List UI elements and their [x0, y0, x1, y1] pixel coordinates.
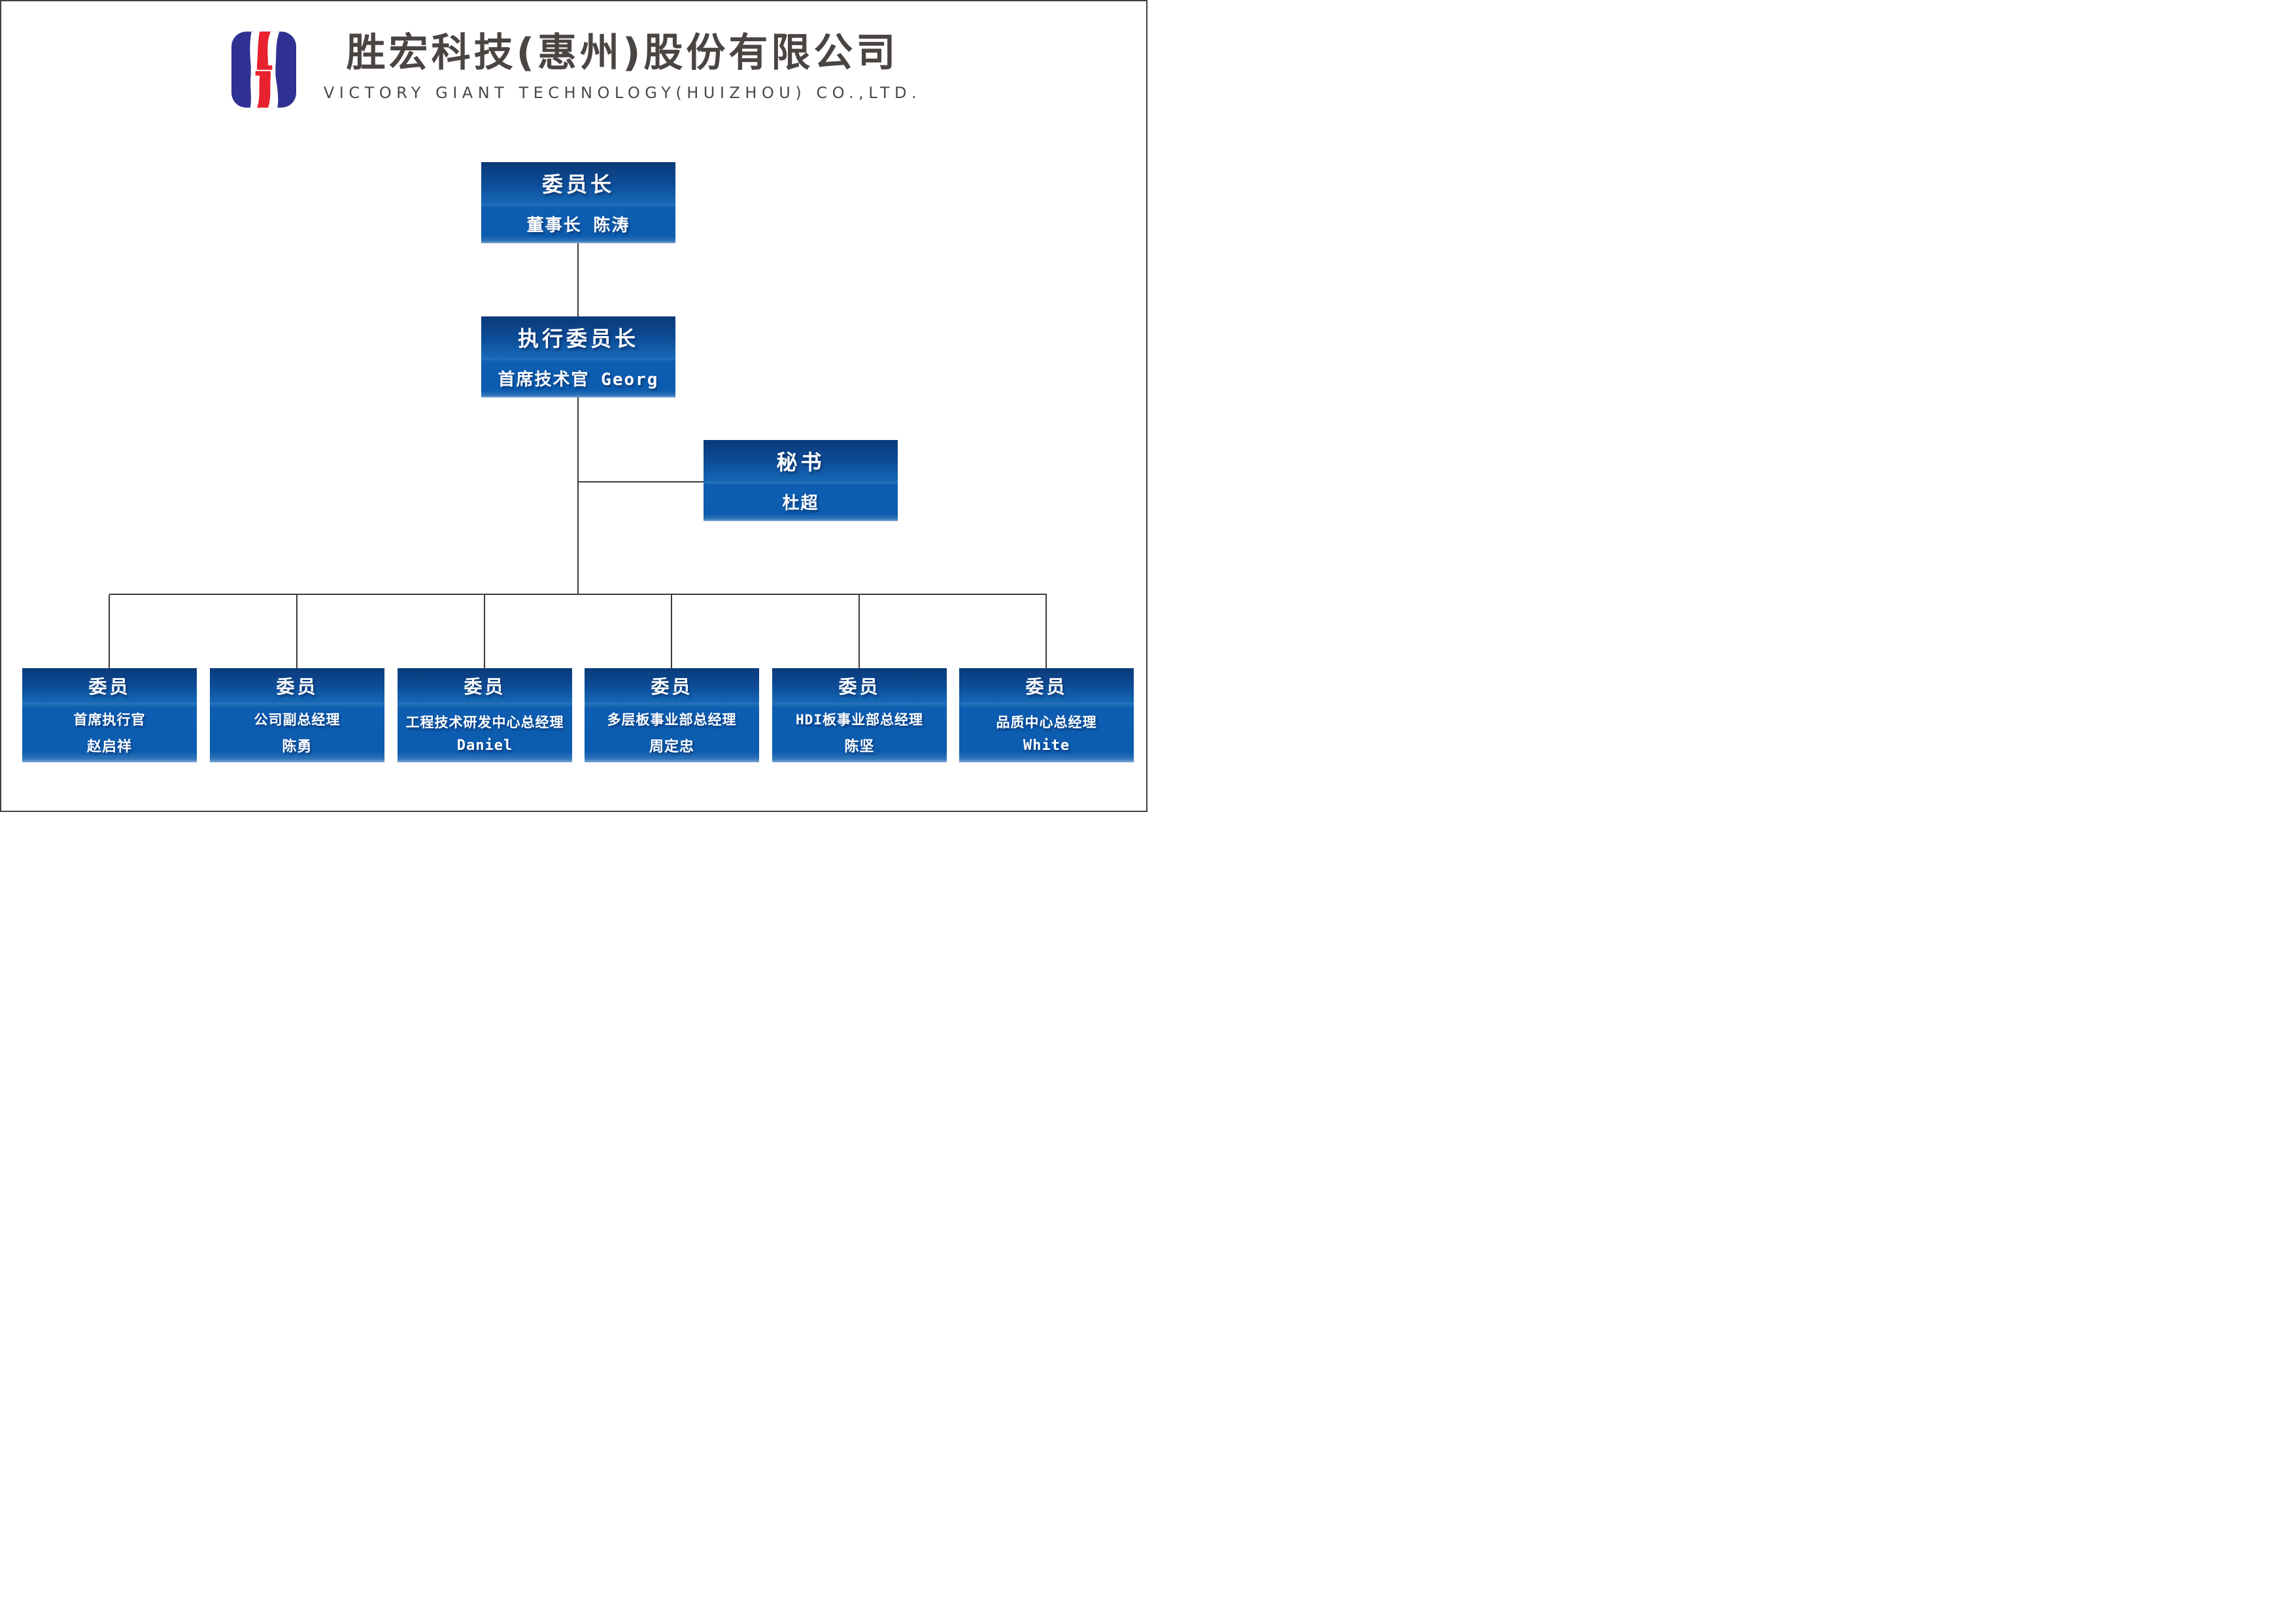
member-position: 首席执行官: [73, 712, 146, 728]
connector-drop-member-4: [671, 595, 672, 668]
node-subtitle-area: 首席技术官 Georg: [481, 358, 675, 398]
node-title: 委员: [276, 675, 318, 698]
node-subtitle: 首席技术官 Georg: [498, 369, 659, 390]
node-title-area: 委员: [959, 668, 1134, 703]
node-title: 执行委员长: [517, 326, 639, 351]
node-title-area: 委员: [22, 668, 197, 703]
connector-distribution: [109, 594, 1047, 595]
node-subtitle-area: 董事长 陈涛: [481, 204, 675, 243]
node-subtitle-area: 多层板事业部总经理 周定忠: [585, 703, 759, 762]
node-title: 委员长: [541, 172, 615, 197]
org-node-member: 委员 多层板事业部总经理 周定忠: [585, 668, 759, 762]
node-subtitle-area: 公司副总经理 陈勇: [210, 703, 384, 762]
node-subtitle-area: HDI板事业部总经理 陈坚: [772, 703, 947, 762]
node-title-area: 委员: [210, 668, 384, 703]
member-name: 陈坚: [844, 739, 875, 755]
node-title: 委员: [651, 675, 693, 698]
node-title-area: 委员: [772, 668, 947, 703]
node-title: 委员: [1025, 675, 1068, 698]
connector-chairman-exec: [577, 243, 579, 316]
node-subtitle-area: 杜超: [704, 482, 898, 521]
connector-drop-member-5: [858, 595, 860, 668]
company-titles: 胜宏科技(惠州)股份有限公司 VICTORY GIANT TECHNOLOGY(…: [302, 33, 943, 102]
node-title: 委员: [838, 675, 881, 698]
member-position: HDI板事业部总经理: [796, 712, 923, 728]
org-node-chairman: 委员长 董事长 陈涛: [481, 162, 675, 243]
node-title-area: 委员: [398, 668, 572, 703]
node-title-area: 执行委员长: [481, 316, 675, 358]
member-name: 陈勇: [282, 739, 313, 755]
member-name: 赵启祥: [86, 739, 132, 755]
org-node-member: 委员 首席执行官 赵启祥: [22, 668, 197, 762]
org-chart-poster: 胜宏科技(惠州)股份有限公司 VICTORY GIANT TECHNOLOGY(…: [0, 0, 1148, 812]
node-title: 委员: [88, 675, 131, 698]
member-name: Daniel: [456, 737, 513, 754]
member-position: 工程技术研发中心总经理: [405, 714, 564, 730]
org-node-member: 委员 工程技术研发中心总经理 Daniel: [398, 668, 572, 762]
org-node-member: 委员 HDI板事业部总经理 陈坚: [772, 668, 947, 762]
connector-drop-member-2: [296, 595, 298, 668]
node-title: 委员: [464, 675, 506, 698]
company-name-en: VICTORY GIANT TECHNOLOGY(HUIZHOU) CO.,LT…: [323, 84, 922, 102]
org-node-secretary: 秘书 杜超: [704, 440, 898, 521]
node-subtitle-area: 首席执行官 赵启祥: [22, 703, 197, 762]
org-node-exec-chairman: 执行委员长 首席技术官 Georg: [481, 316, 675, 398]
node-title: 秘书: [776, 450, 825, 475]
node-subtitle: 董事长 陈涛: [526, 215, 630, 235]
connector-drop-member-3: [484, 595, 485, 668]
node-subtitle: 杜超: [782, 493, 819, 513]
connector-secretary: [578, 481, 704, 482]
node-title-area: 委员: [585, 668, 759, 703]
victory-giant-logo-icon: [231, 31, 296, 108]
node-subtitle-area: 工程技术研发中心总经理 Daniel: [398, 703, 572, 762]
org-node-member: 委员 品质中心总经理 White: [959, 668, 1134, 762]
company-name-zh: 胜宏科技(惠州)股份有限公司: [346, 30, 899, 76]
node-subtitle-area: 品质中心总经理 White: [959, 703, 1134, 762]
member-position: 品质中心总经理: [996, 714, 1097, 730]
member-name: White: [1023, 737, 1070, 754]
member-name: 周定忠: [649, 739, 694, 755]
member-position: 公司副总经理: [254, 712, 341, 728]
connector-drop-member-6: [1046, 595, 1047, 668]
node-title-area: 委员长: [481, 162, 675, 204]
member-position: 多层板事业部总经理: [607, 712, 737, 728]
connector-trunk: [577, 398, 579, 595]
connector-drop-member-1: [109, 595, 110, 668]
node-title-area: 秘书: [704, 440, 898, 482]
org-node-member: 委员 公司副总经理 陈勇: [210, 668, 384, 762]
